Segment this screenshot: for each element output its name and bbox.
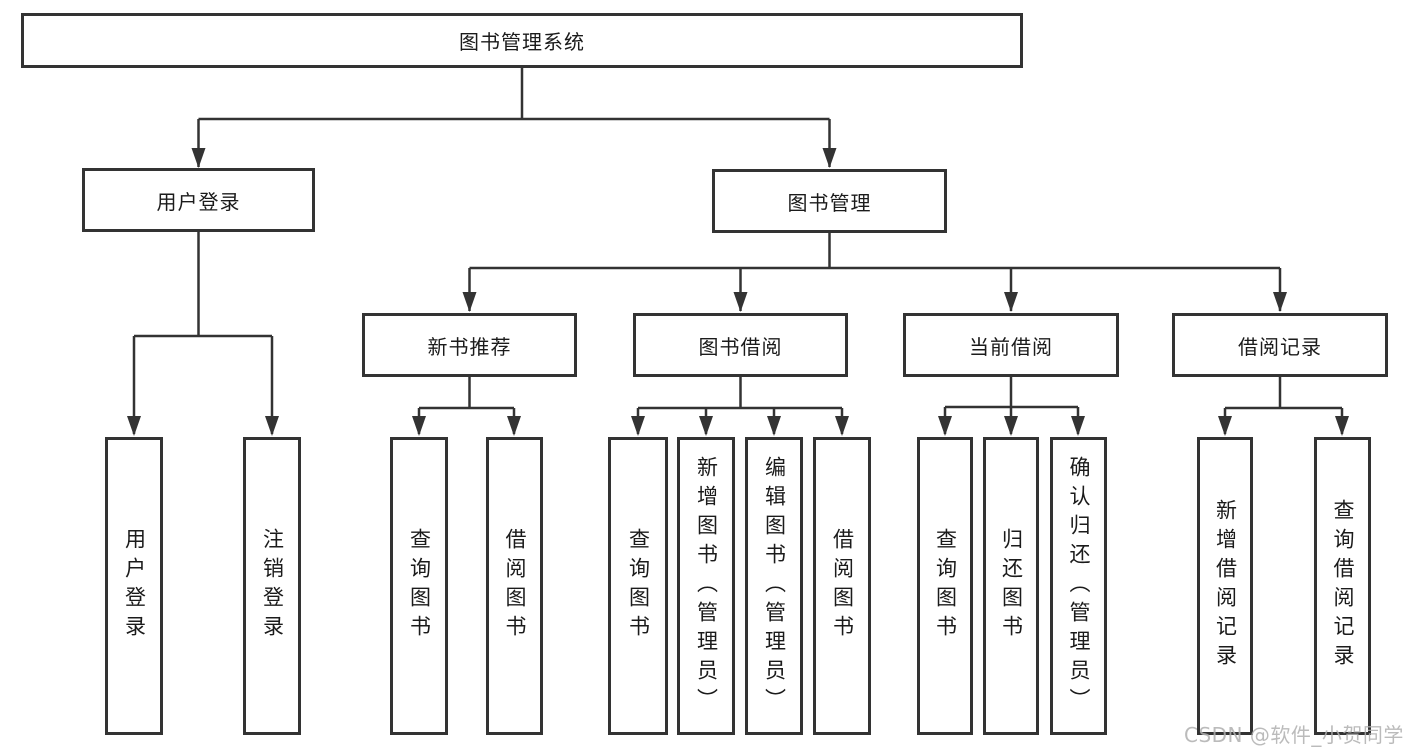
leaf-confirm-return-admin: 确认归还（管理员）: [1050, 437, 1107, 735]
leaf-borrow-books: 借阅图书: [813, 437, 871, 735]
leaf-add-book-admin: 新增图书（管理员）: [677, 437, 735, 735]
node-new-book-recommend: 新书推荐: [362, 313, 577, 377]
leaf-edit-book-admin: 编辑图书（管理员）: [745, 437, 803, 735]
leaf-query-books-current: 查询图书: [917, 437, 973, 735]
node-borrowing-records: 借阅记录: [1172, 313, 1388, 377]
leaf-user-login: 用户登录: [105, 437, 163, 735]
leaf-query-books-borrow: 查询图书: [608, 437, 668, 735]
tree-edges: [132, 68, 1344, 434]
node-library-system: 图书管理系统: [21, 13, 1023, 68]
leaf-add-borrow-record: 新增借阅记录: [1197, 437, 1253, 735]
node-book-borrowing: 图书借阅: [633, 313, 848, 377]
arrowheads: [127, 148, 1349, 436]
node-book-management: 图书管理: [712, 169, 947, 233]
csdn-watermark: CSDN @软件_小贺同学: [1184, 723, 1404, 747]
leaf-query-borrow-record: 查询借阅记录: [1314, 437, 1371, 735]
leaf-logout: 注销登录: [243, 437, 301, 735]
leaf-query-books-recommend: 查询图书: [390, 437, 448, 735]
leaf-borrow-books-recommend: 借阅图书: [486, 437, 543, 735]
node-user-login: 用户登录: [82, 168, 315, 232]
leaf-return-book: 归还图书: [983, 437, 1039, 735]
node-current-borrowing: 当前借阅: [903, 313, 1119, 377]
